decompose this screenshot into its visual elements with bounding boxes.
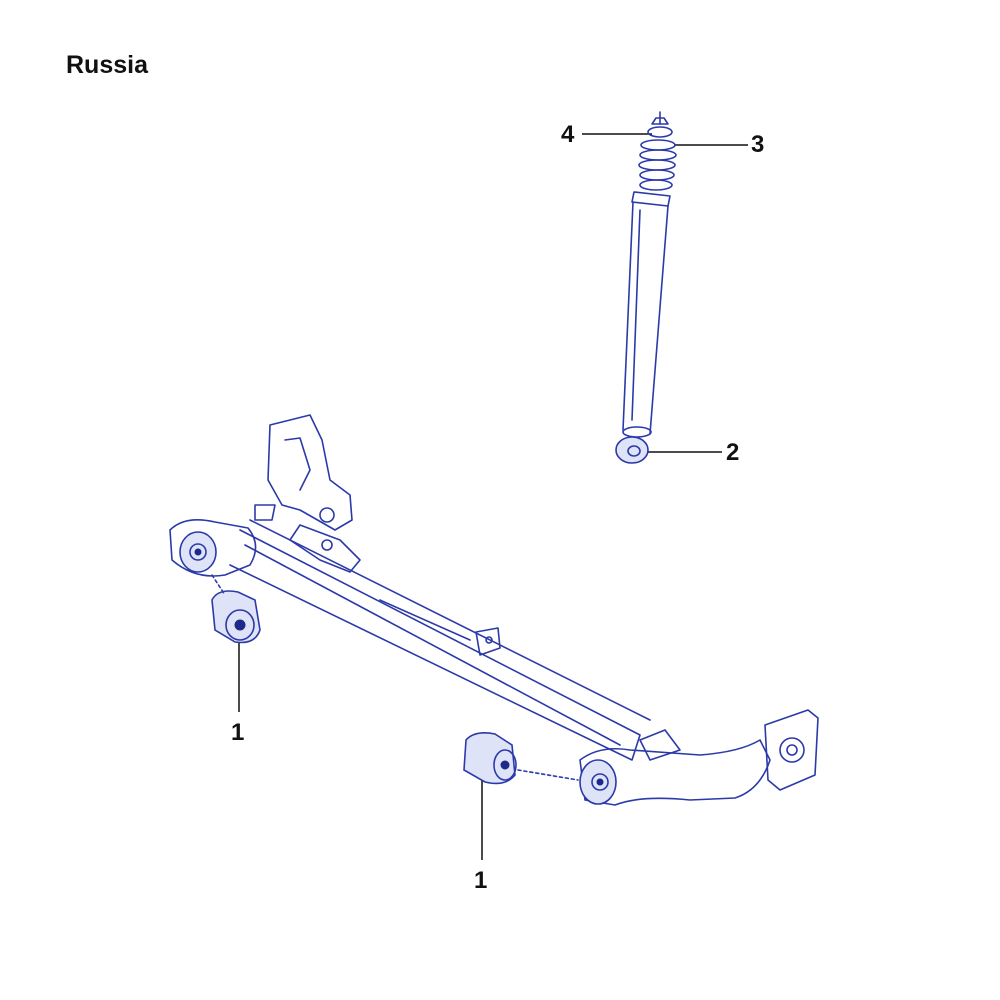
callout-1-left: 1 (231, 719, 245, 746)
bump-stop (638, 139, 677, 191)
callout-2: 2 (726, 439, 740, 466)
shock-absorber (615, 111, 677, 464)
bushing-right (463, 732, 579, 785)
bushing-left (211, 574, 261, 644)
callout-1-right: 1 (474, 867, 488, 894)
leader-lines (238, 133, 748, 860)
rear-axle-beam (169, 414, 819, 806)
callout-4: 4 (561, 121, 575, 148)
region-title: Russia (66, 51, 148, 79)
callout-3: 3 (751, 131, 765, 158)
